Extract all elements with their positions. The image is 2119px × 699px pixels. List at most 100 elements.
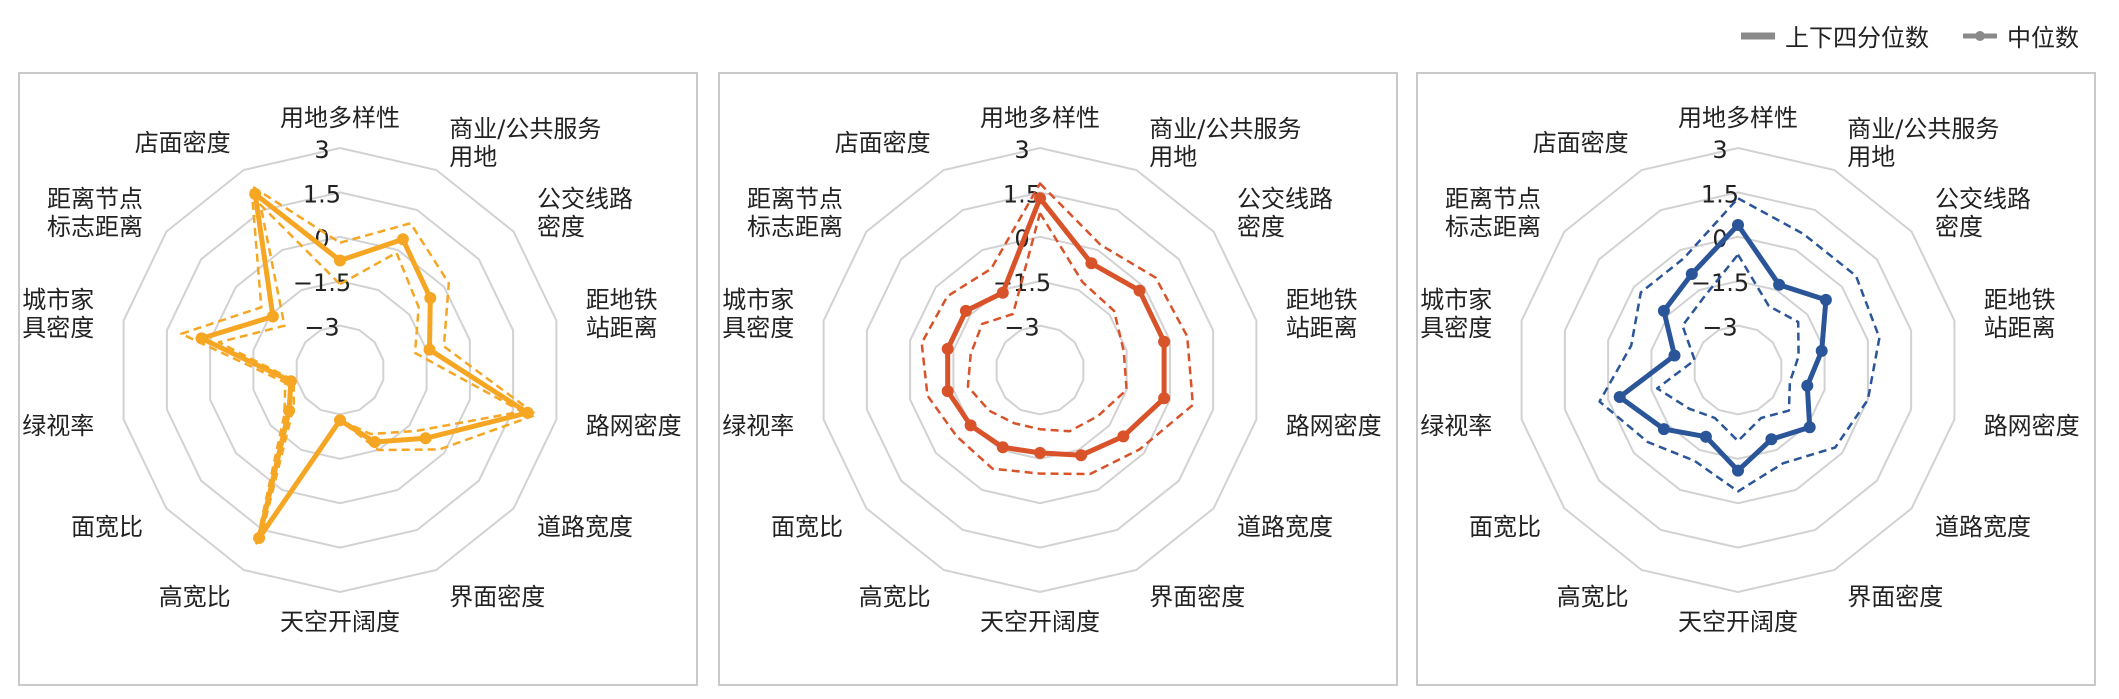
median-point-1 [396,233,409,246]
median-point-3 [423,343,436,356]
grid-ring-1 [165,191,515,549]
upper-quartile-line [920,182,1195,476]
median-point-12 [959,304,972,317]
axis-label-13: 店面密度 [835,129,931,157]
median-point-6 [1765,433,1778,446]
tick-label-1: 1.5 [303,180,341,208]
median-point-7 [1034,446,1046,459]
grid-ring-3 [1650,280,1826,460]
axis-label-7: 天空开阔度 [280,608,400,636]
tick-label-0: 3 [1712,136,1727,164]
radar-panel-1: 用地多样性商业/公共服务用地公交线路密度距地铁站距离路网密度道路宽度界面密度天空… [18,72,698,686]
tick-label-4: −3 [304,314,339,342]
axis-label-2: 公交线路密度 [537,185,633,241]
axis-label-9: 面宽比 [771,513,843,541]
axis-label-3: 距地铁站距离 [1286,286,1358,342]
median-point-13 [1685,268,1698,280]
median-point-13 [249,188,262,200]
median-point-5 [419,432,432,445]
grid-ring-0 [122,146,558,594]
legend-swatch-median [1963,30,1997,41]
median-point-8 [996,441,1009,454]
axis-label-5: 道路宽度 [1935,513,2031,541]
axis-label-7: 天空开阔度 [1678,608,1798,636]
median-point-7 [1732,464,1744,477]
median-point-11 [1668,349,1681,362]
radar-chart-2: 用地多样性商业/公共服务用地公交线路密度距地铁站距离路网密度道路宽度界面密度天空… [722,104,1382,636]
median-point-0 [334,254,346,267]
tick-label-3: −1.5 [1691,269,1749,297]
lower-quartile-line [966,211,1128,433]
tick-label-0: 3 [314,136,329,164]
median-point-2 [1133,284,1146,297]
axis-label-10: 绿视率 [22,412,94,440]
median-point-6 [1075,449,1088,462]
legend: 上下四分位数 中位数 [1741,18,2079,53]
axis-label-7: 天空开阔度 [980,608,1100,636]
axis-label-10: 绿视率 [722,412,794,440]
axis-label-8: 高宽比 [1557,583,1629,611]
axis-label-9: 面宽比 [71,513,143,541]
median-point-1 [1085,257,1098,270]
median-point-5 [1803,421,1816,434]
median-point-3 [1815,344,1828,357]
axis-label-5: 道路宽度 [1237,513,1333,541]
median-line [1617,222,1829,474]
axis-label-11: 城市家具密度 [22,286,94,342]
axis-label-1: 商业/公共服务用地 [1149,115,1301,171]
legend-item-median[interactable]: 中位数 [1963,18,2079,53]
axis-label-0: 用地多样性 [980,104,1100,132]
median-point-11 [195,332,208,345]
upper-quartile-line [180,184,538,545]
legend-swatch-quartile [1741,32,1775,39]
median-point-13 [996,286,1009,299]
axis-label-4: 路网密度 [1286,412,1382,440]
axis-label-10: 绿视率 [1420,412,1492,440]
radar-chart-3: 用地多样性商业/公共服务用地公交线路密度距地铁站距离路网密度道路宽度界面密度天空… [1420,104,2080,636]
axis-label-8: 高宽比 [159,583,231,611]
median-point-2 [1819,293,1832,306]
grid-ring-0 [1520,146,1956,594]
grid-ring-3 [252,280,428,460]
median-point-0 [1732,219,1744,231]
axis-label-12: 距离节点标志距离 [747,185,843,241]
axis-label-6: 界面密度 [1847,583,1943,611]
grid-ring-2 [209,235,471,505]
median-point-11 [941,342,954,355]
radar-panel-3: 用地多样性商业/公共服务用地公交线路密度距地铁站距离路网密度道路宽度界面密度天空… [1416,72,2096,686]
axis-label-3: 距地铁站距离 [1984,286,2056,342]
median-point-4 [1801,379,1814,392]
grid-ring-1 [865,191,1215,549]
median-point-5 [1117,430,1130,443]
median-point-8 [253,532,266,544]
legend-item-quartile[interactable]: 上下四分位数 [1741,18,1929,53]
axis-label-13: 店面密度 [1533,129,1629,157]
grid-ring-1 [1563,191,1913,549]
grid-ring-2 [909,235,1171,505]
axis-label-4: 路网密度 [1984,412,2080,440]
axis-label-2: 公交线路密度 [1935,185,2031,241]
axis-label-3: 距地铁站距离 [586,286,658,342]
median-point-8 [1699,430,1712,443]
axis-label-9: 面宽比 [1469,513,1541,541]
legend-label-quartile: 上下四分位数 [1785,24,1929,52]
radar-panel-2: 用地多样性商业/公共服务用地公交线路密度距地铁站距离路网密度道路宽度界面密度天空… [718,72,1398,686]
grid-ring-0 [822,146,1258,594]
median-point-2 [424,292,437,304]
grid-ring-2 [1607,235,1869,505]
axis-label-13: 店面密度 [135,129,231,157]
axis-label-0: 用地多样性 [280,104,400,132]
grid-ring-4 [995,324,1085,416]
median-point-1 [1773,278,1786,291]
median-point-6 [368,436,381,448]
median-point-10 [1613,391,1626,403]
median-point-12 [1657,304,1670,317]
axis-label-1: 商业/公共服务用地 [1847,115,1999,171]
median-point-0 [1034,192,1046,205]
tick-label-4: −3 [1004,314,1039,342]
upper-quartile-line [1598,197,1881,493]
median-point-10 [941,385,954,398]
axis-label-5: 道路宽度 [537,513,633,541]
tick-label-4: −3 [1702,314,1737,342]
axis-label-1: 商业/公共服务用地 [449,115,601,171]
